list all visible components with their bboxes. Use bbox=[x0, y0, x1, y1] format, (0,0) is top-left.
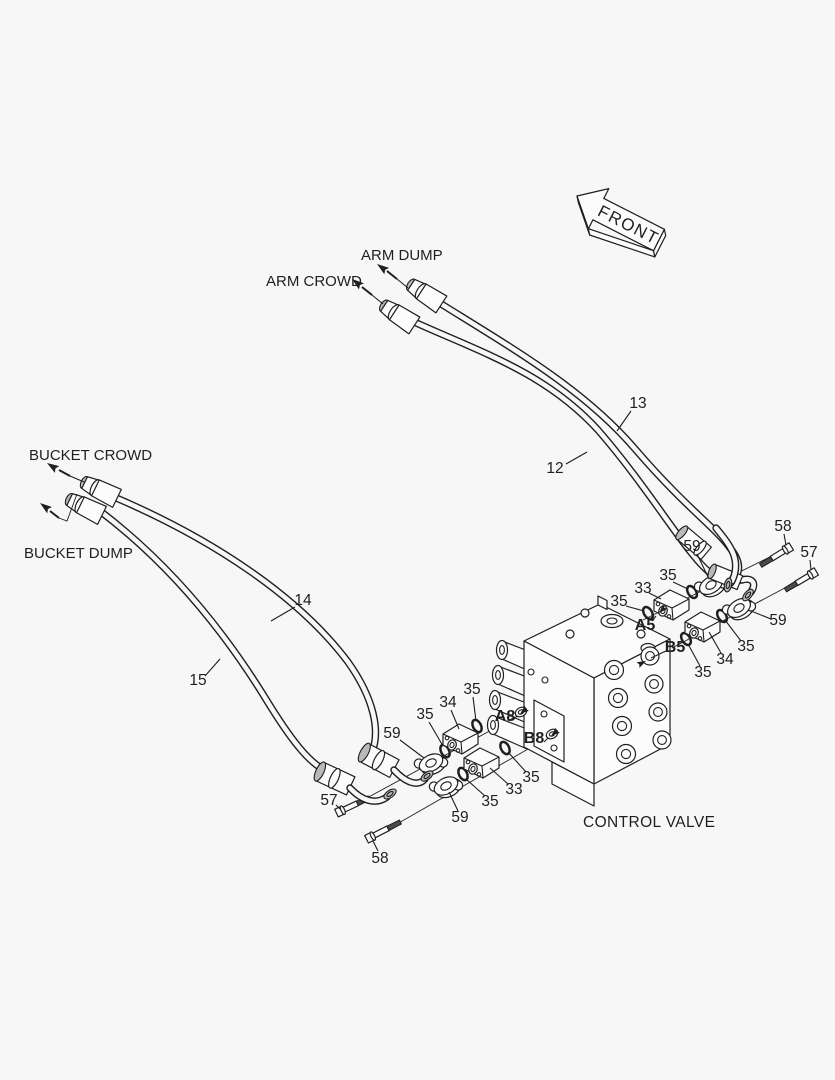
callout-34: 34 bbox=[716, 651, 734, 668]
split-flange-59 bbox=[721, 597, 757, 621]
hose-12 bbox=[408, 317, 758, 602]
callout-b5: B5 bbox=[664, 639, 686, 656]
flange-block-34 bbox=[684, 611, 721, 643]
callout-35: 35 bbox=[522, 769, 540, 786]
bolt-57 bbox=[783, 567, 820, 593]
bolt-58 bbox=[758, 542, 795, 568]
callout-58: 58 bbox=[774, 518, 792, 535]
hose-coupler bbox=[64, 493, 107, 525]
callout-59: 59 bbox=[683, 538, 701, 555]
hose-ferrule bbox=[313, 761, 356, 796]
hose-coupler bbox=[378, 299, 421, 335]
o-ring bbox=[641, 605, 655, 621]
port-label-arm-crowd: ARM CROWD bbox=[266, 273, 362, 290]
callout-59: 59 bbox=[451, 809, 469, 826]
right-fitting-cluster bbox=[641, 542, 820, 647]
callout-35: 35 bbox=[659, 567, 677, 584]
callout-15: 15 bbox=[189, 672, 207, 689]
hose-13-end bbox=[675, 524, 740, 593]
direction-arrow-bucket-dump bbox=[40, 493, 78, 522]
hose-coupler bbox=[405, 278, 448, 314]
o-ring bbox=[457, 766, 469, 782]
callout-57: 57 bbox=[320, 792, 338, 809]
bolt-58 bbox=[364, 819, 403, 844]
direction-arrow-bucket-crowd bbox=[47, 463, 85, 483]
elbow-end-ring bbox=[383, 788, 397, 800]
o-ring bbox=[679, 631, 693, 647]
left-fitting-cluster bbox=[334, 718, 511, 844]
callout-59: 59 bbox=[769, 612, 787, 629]
o-ring bbox=[499, 740, 511, 756]
callout-33: 33 bbox=[634, 580, 652, 597]
elbow-end-ring bbox=[420, 770, 434, 782]
direction-arrow-arm-crowd bbox=[352, 279, 384, 305]
callout-12: 12 bbox=[546, 460, 564, 477]
callout-14: 14 bbox=[294, 592, 312, 609]
callout-33: 33 bbox=[505, 781, 523, 798]
callout-57: 57 bbox=[800, 544, 818, 561]
callout-34: 34 bbox=[439, 694, 457, 711]
callout-a5: A5 bbox=[634, 617, 656, 634]
hose-ferrule bbox=[675, 525, 712, 561]
port-label-arm-dump: ARM DUMP bbox=[361, 247, 443, 264]
hose-ferrule bbox=[357, 742, 400, 779]
control-valve-drawing bbox=[486, 595, 672, 807]
control-valve-caption: CONTROL VALVE bbox=[583, 814, 716, 831]
flange-block-34 bbox=[442, 723, 479, 755]
hose-coupler bbox=[79, 476, 122, 508]
hose-15 bbox=[96, 507, 397, 805]
callout-35: 35 bbox=[610, 593, 628, 610]
split-flange-59 bbox=[428, 776, 464, 799]
callout-58: 58 bbox=[371, 850, 389, 867]
callout-35: 35 bbox=[416, 706, 434, 723]
flange-block-33 bbox=[653, 589, 690, 621]
callout-59: 59 bbox=[383, 725, 401, 742]
callout-35: 35 bbox=[481, 793, 499, 810]
leader-lines bbox=[204, 410, 812, 852]
callout-35: 35 bbox=[463, 681, 481, 698]
split-flange-59 bbox=[413, 753, 449, 776]
port-label-bucket-dump: BUCKET DUMP bbox=[24, 545, 133, 562]
callout-35: 35 bbox=[694, 664, 712, 681]
callout-a8: A8 bbox=[494, 708, 516, 725]
o-ring bbox=[471, 718, 483, 734]
elbow-end-ring bbox=[723, 577, 733, 593]
elbow-end-ring bbox=[742, 588, 754, 602]
callout-13: 13 bbox=[629, 395, 647, 412]
callout-b8: B8 bbox=[523, 730, 545, 747]
port-label-bucket-crowd: BUCKET CROWD bbox=[29, 447, 153, 464]
front-direction-arrow: FRONT bbox=[576, 188, 667, 258]
callout-35: 35 bbox=[737, 638, 755, 655]
hose-14 bbox=[110, 493, 434, 787]
direction-arrow-arm-dump bbox=[377, 264, 409, 289]
flange-block-33 bbox=[463, 747, 500, 779]
